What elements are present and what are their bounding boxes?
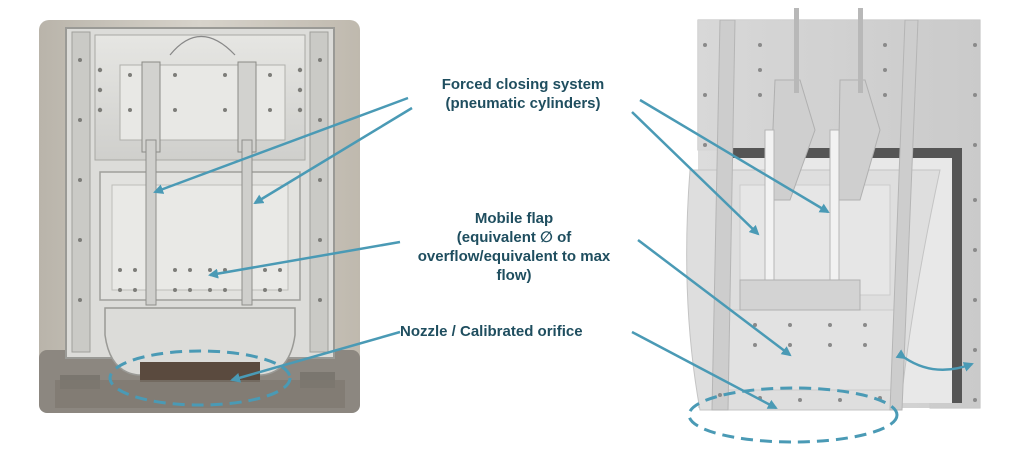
label-nozzle-line1: Nozzle / Calibrated orifice — [400, 323, 583, 340]
arrow-flap-left — [208, 240, 401, 279]
arrow-nozzle-left — [230, 330, 401, 383]
label-flap-line3: overflow/equivalent to max — [417, 248, 611, 265]
arrow-forced-right-1 — [639, 98, 830, 214]
label-flap-line2: (equivalent ∅ of — [456, 229, 572, 246]
nozzle-highlight-left — [108, 349, 292, 407]
label-flap-line1: Mobile flap — [474, 210, 554, 227]
arrow-forced-right-2 — [631, 111, 760, 236]
cad-render-gate — [686, 8, 981, 411]
arrow-forced-left-1 — [153, 96, 409, 194]
label-forced-line2: (pneumatic cylinders) — [445, 95, 601, 112]
arrow-forced-left-2 — [253, 106, 413, 205]
arrow-flap-right — [637, 239, 792, 357]
arrow-nozzle-right — [631, 330, 778, 410]
label-forced-closing-system: Forced closing system (pneumatic cylinde… — [418, 75, 628, 113]
callout-arrows — [153, 96, 830, 410]
label-mobile-flap: Mobile flap (equivalent ∅ of overflow/eq… — [400, 209, 628, 285]
photo-gate — [39, 20, 360, 413]
label-nozzle-orifice: Nozzle / Calibrated orifice — [400, 322, 634, 341]
label-flap-line4: flow) — [496, 267, 532, 284]
nozzle-highlight-right — [687, 386, 899, 444]
label-forced-line1: Forced closing system — [441, 76, 605, 93]
